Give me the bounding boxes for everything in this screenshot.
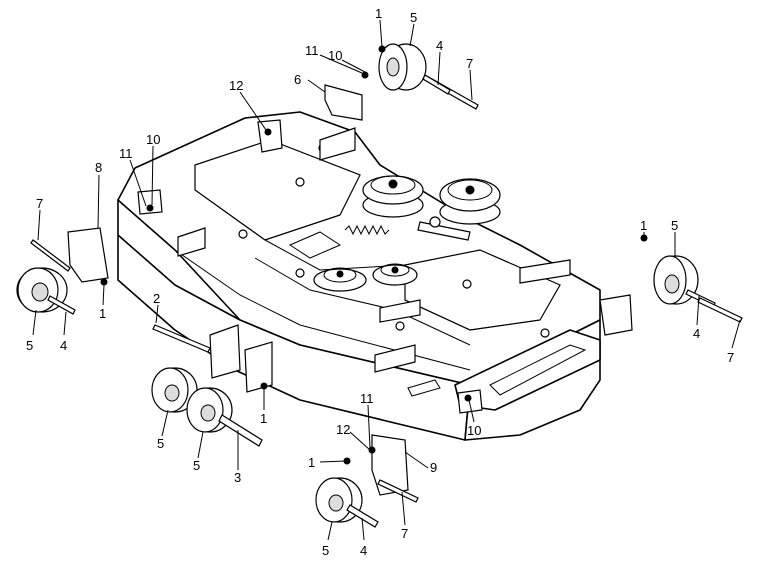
wheel-top [378,43,427,91]
callout-5: 5 [193,458,200,473]
axle-4-top [422,74,451,95]
callout-7: 7 [401,526,408,541]
wheel-front-a [151,367,198,413]
callout-4: 4 [360,543,367,558]
callout-11: 11 [360,391,374,406]
deck-bolt [295,177,305,187]
bolt-10-left [146,204,154,212]
bolt-12-bottom [368,446,376,454]
callout-5: 5 [322,543,329,558]
callout-7: 7 [466,56,473,71]
callout-12: 12 [229,78,243,93]
callout-10: 10 [467,423,481,438]
bracket-front-left-2 [244,341,273,393]
right-pulley [439,178,501,225]
callout-1: 1 [99,306,106,321]
callout-7: 7 [727,350,734,365]
bolt-12-top [264,128,272,136]
bolt-10-front [464,394,472,402]
callout-3: 3 [234,470,241,485]
callout-2: 2 [153,291,160,306]
callout-7: 7 [36,196,43,211]
callout-4: 4 [436,38,443,53]
brackets [67,84,633,496]
bracket-front-left [209,324,241,379]
deck-bolt [295,268,305,278]
callout-4: 4 [693,326,700,341]
deck-bolt [238,229,248,239]
deck-bolt [540,328,550,338]
deck-bolt [462,279,472,289]
bolt-10-top [361,71,369,79]
callout-9: 9 [430,460,437,475]
callout-5: 5 [26,338,33,353]
callout-5: 5 [671,218,678,233]
bracket-right [599,294,633,336]
axle-bolt-7-right [697,297,743,323]
axle-3 [218,414,263,447]
leader-lines [32,19,741,541]
axle-4-left [47,295,76,315]
pulleys [313,175,501,292]
callout-11: 11 [119,146,133,161]
idler-pulley [372,263,418,286]
nut-1-left [100,278,108,286]
left-pulley [362,175,424,218]
callout-1: 1 [260,411,267,426]
callout-5: 5 [410,10,417,25]
spindle-pulley [313,267,367,292]
axle-bolt-7-bottom [377,479,419,503]
tension-spring [344,224,390,236]
callout-10: 10 [146,132,160,147]
axles-and-bolts [30,45,743,528]
bracket-8 [67,227,109,283]
axle-bolt-2 [152,324,211,353]
idler-arm [417,221,471,241]
mower-deck [117,111,601,441]
callout-4: 4 [60,338,67,353]
callout-8: 8 [95,160,102,175]
callout-1: 1 [640,218,647,233]
bracket-6 [324,84,363,121]
callout-1: 1 [308,455,315,470]
callout-labels: 1 5 11 10 4 7 6 12 10 11 8 7 5 4 1 1 5 4… [26,6,734,558]
axle-4-bottom [346,504,379,528]
callout-1: 1 [375,6,382,21]
callout-5: 5 [157,436,164,451]
axle-bolt-7-left [30,239,71,272]
callout-11: 11 [305,43,319,58]
callout-12: 12 [336,422,350,437]
deck-bolt [395,321,405,331]
callout-6: 6 [294,72,301,87]
callout-10: 10 [328,48,342,63]
